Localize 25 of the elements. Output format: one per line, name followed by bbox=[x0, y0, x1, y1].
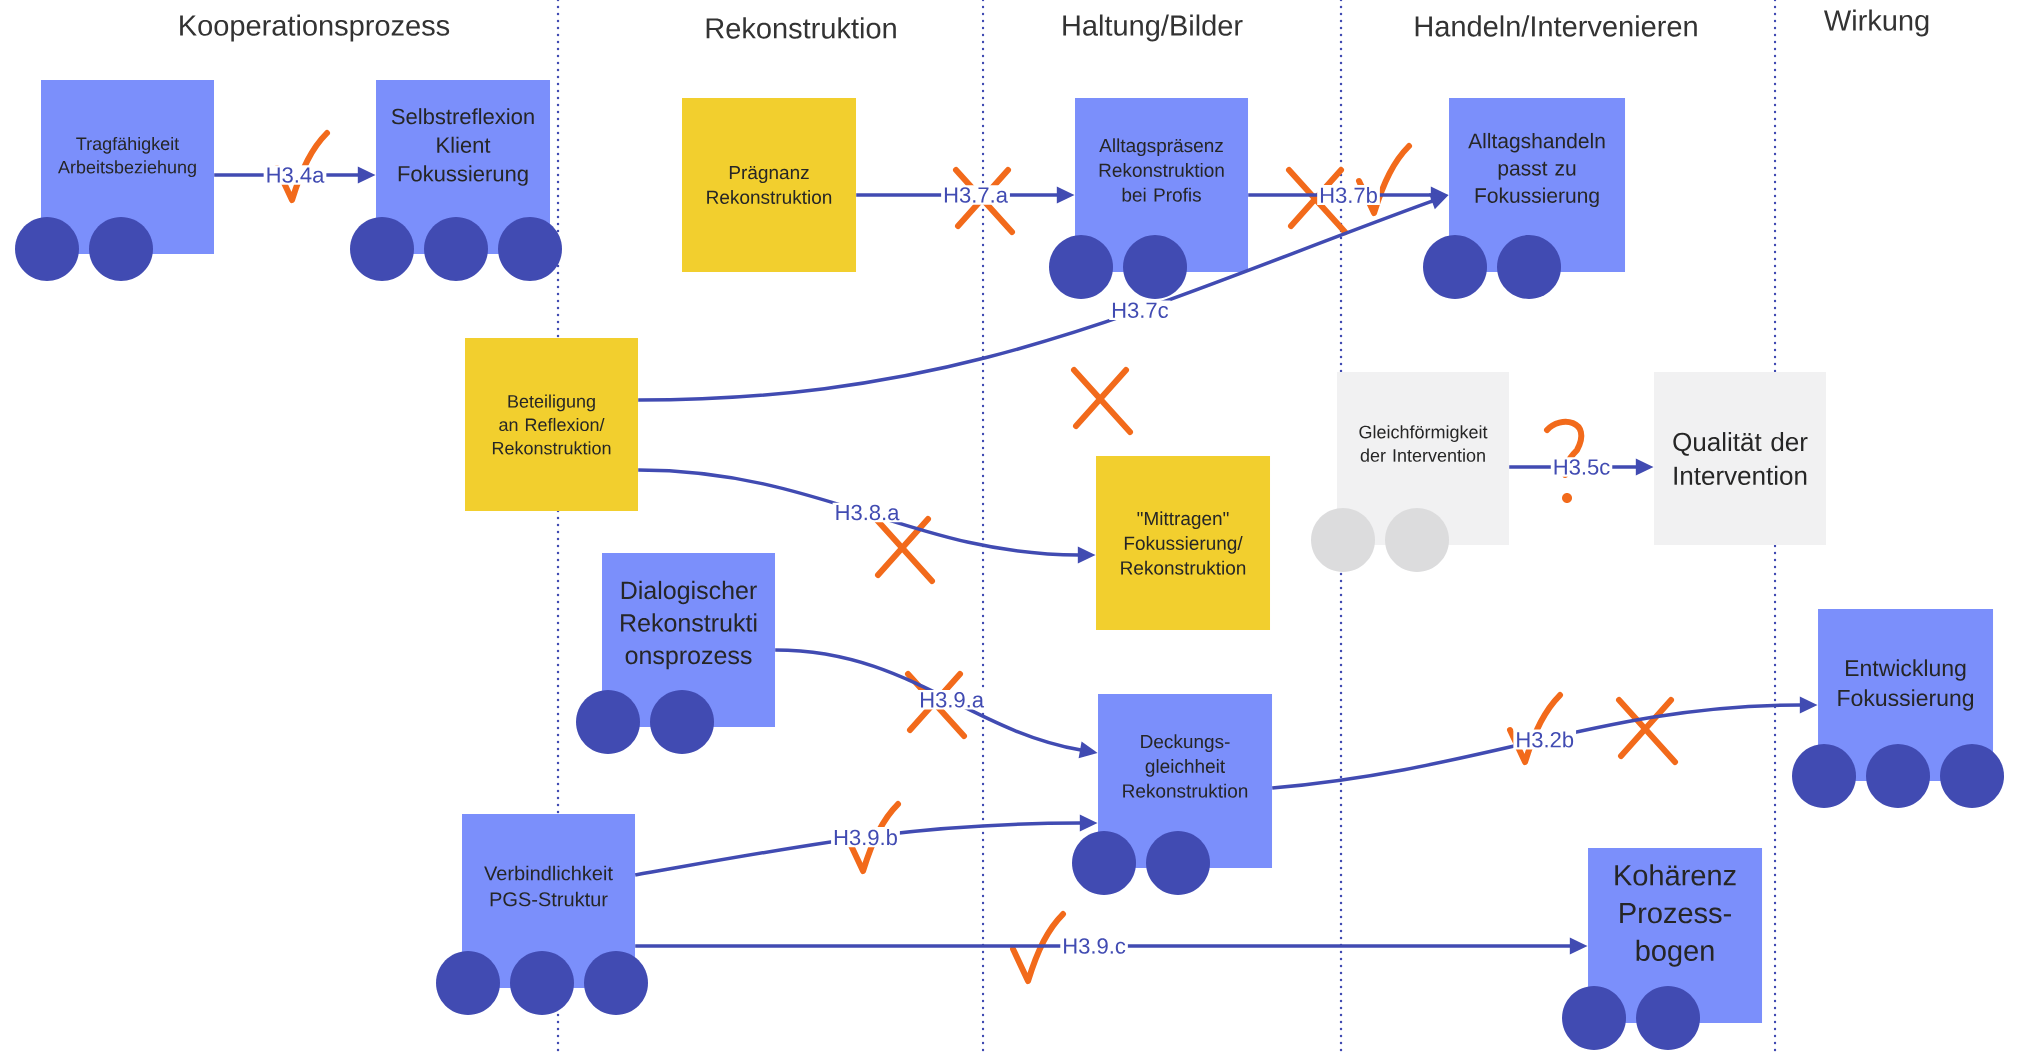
sticky-note: Prägnanz Rekonstruktion bbox=[682, 98, 856, 272]
lane-heading: Handeln/Intervenieren bbox=[1415, 15, 1697, 37]
edge-label: H3.9.c bbox=[1060, 936, 1128, 956]
edge-label: H3.7c bbox=[1109, 300, 1171, 320]
sticky-note: Qualität der Intervention bbox=[1654, 372, 1827, 545]
edge-label: H3.9.b bbox=[831, 827, 900, 848]
edge-label: H3.9.a bbox=[917, 690, 986, 710]
edge-label: H3.7.a bbox=[941, 185, 1010, 205]
edge-label: H3.2b bbox=[1513, 729, 1577, 750]
lane-heading: Wirkung bbox=[1823, 9, 1929, 37]
sticky-note: Alltagspräsenz Rekonstruktion bei Profis bbox=[1075, 98, 1248, 272]
lane-heading: Rekonstruktion bbox=[706, 17, 896, 39]
sticky-note: Kohärenz Prozess- bogen bbox=[1588, 848, 1763, 1023]
edge-label: H3.5c bbox=[1550, 457, 1613, 477]
edge-label: H3.7b bbox=[1317, 184, 1380, 206]
sticky-note: Deckungs- gleichheit Rekonstruktion bbox=[1098, 694, 1272, 868]
sticky-note: Tragfähigkeit Arbeitsbeziehung bbox=[41, 80, 214, 254]
edge-label: H3.4a bbox=[263, 165, 327, 185]
sticky-note: "Mittragen" Fokussierung/ Rekonstruktion bbox=[1096, 456, 1270, 630]
sticky-note: Alltagshandeln passt zu Fokussierung bbox=[1449, 98, 1625, 272]
sticky-note: Beteiligung an Reflexion/ Rekonstruktion bbox=[465, 338, 638, 511]
lane-heading: Haltung/Bilder bbox=[1063, 14, 1243, 42]
sticky-note: Dialogischer Rekonstrukti onsprozess bbox=[602, 553, 775, 727]
edge-label: H3.8.a bbox=[832, 502, 902, 523]
lane-heading: Kooperationsprozess bbox=[180, 14, 450, 42]
